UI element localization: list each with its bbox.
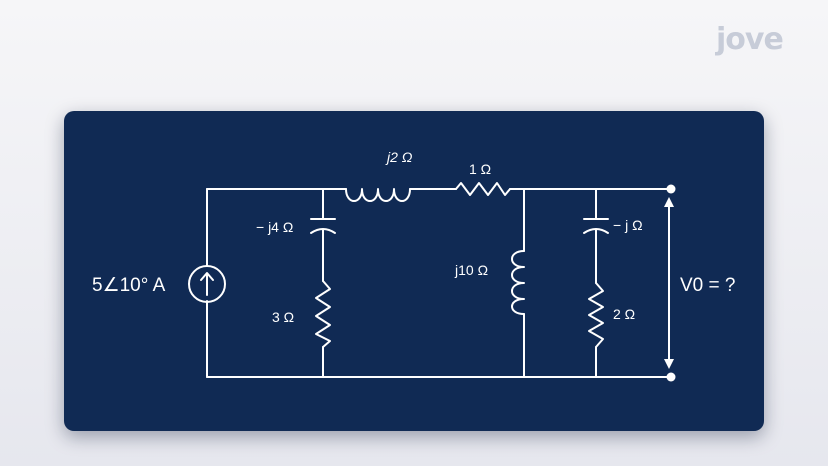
inductor-mid — [511, 250, 525, 315]
voltage-arrow — [664, 197, 674, 369]
capacitor-right — [583, 218, 609, 234]
inductor-top — [345, 188, 411, 202]
resistor-right — [588, 282, 604, 348]
circuit-panel: 5∠10° A j2 Ω 1 Ω − j4 Ω 3 Ω j10 Ω − j Ω … — [64, 111, 764, 431]
circuit-diagram: 5∠10° A j2 Ω 1 Ω − j4 Ω 3 Ω j10 Ω − j Ω … — [92, 149, 735, 382]
resistor-top — [455, 182, 511, 196]
resistor-left-label: 3 Ω — [272, 309, 294, 325]
output-voltage-label: V0 = ? — [680, 275, 735, 296]
inductor-mid-label: j10 Ω — [454, 262, 488, 278]
wires — [206, 188, 672, 378]
terminal-bottom — [666, 372, 676, 382]
resistor-left — [315, 280, 331, 348]
resistor-top-label: 1 Ω — [469, 161, 491, 177]
current-source — [188, 265, 226, 303]
terminal-top — [666, 184, 676, 194]
capacitor-right-label: − j Ω — [613, 217, 643, 233]
resistor-right-label: 2 Ω — [613, 306, 635, 322]
capacitor-left-label: − j4 Ω — [256, 219, 293, 235]
source-label: 5∠10° A — [92, 275, 166, 296]
capacitor-left — [310, 218, 336, 234]
jove-logo: jove — [716, 22, 784, 57]
inductor-top-label: j2 Ω — [385, 149, 413, 165]
